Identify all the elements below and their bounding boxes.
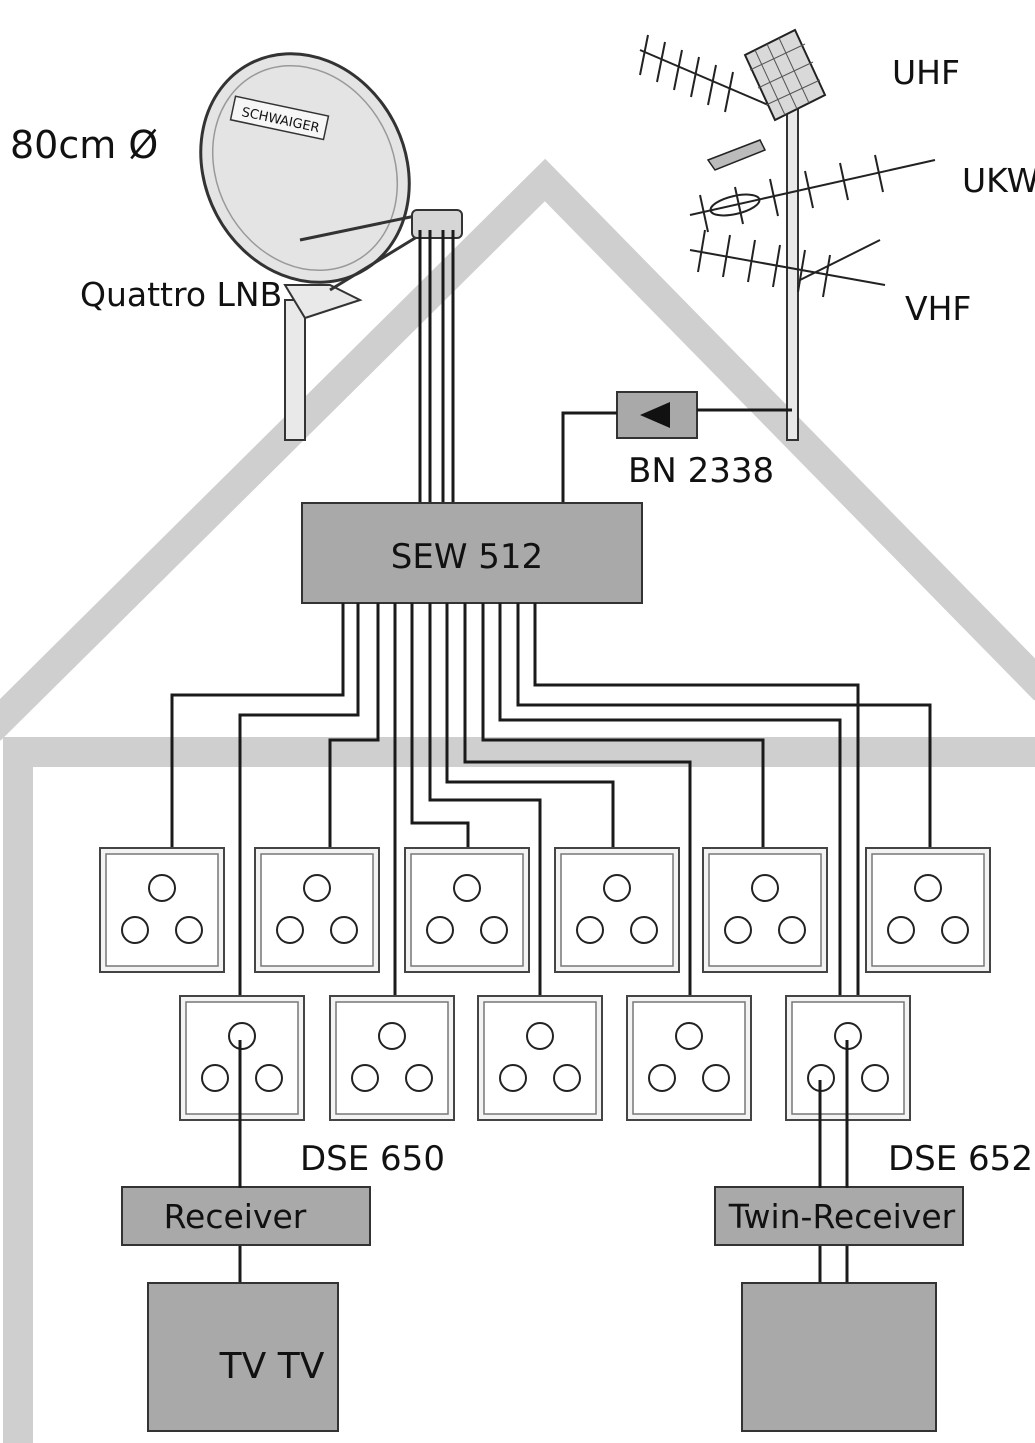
distribution-cables [170, 603, 932, 1082]
twin-receiver-box [714, 1186, 964, 1246]
vhf-elements [697, 229, 831, 298]
socket-port [351, 1064, 379, 1092]
socket-port [148, 874, 176, 902]
socket-port [702, 1064, 730, 1092]
receiver-label: Receiver [164, 1197, 307, 1236]
socket-port [861, 1064, 889, 1092]
ukw-label: UKW [962, 161, 1035, 200]
tv-label: TV TV [219, 1346, 325, 1387]
socket-dse652-label: DSE 652 [888, 1139, 1033, 1179]
tv-left [147, 1282, 339, 1432]
ukw-boom [689, 159, 936, 216]
socket-port [630, 916, 658, 944]
socket-port [576, 916, 604, 944]
dish-brand-plate [229, 95, 330, 141]
wall-socket [254, 847, 380, 973]
socket-port [405, 1064, 433, 1092]
socket-port [603, 874, 631, 902]
amplifier-label: BN 2338 [628, 451, 774, 491]
socket-port [675, 1022, 703, 1050]
socket-port [276, 916, 304, 944]
dish-bracket [283, 284, 363, 320]
socket-port [121, 916, 149, 944]
lnb-label: Quattro LNB [80, 275, 282, 314]
multiswitch-label: SEW 512 [391, 537, 543, 577]
socket-port [941, 916, 969, 944]
wall-socket [404, 847, 530, 973]
socket-plate [632, 1001, 746, 1115]
socket-plate [260, 853, 374, 967]
wall-socket [329, 995, 455, 1121]
socket-port [778, 916, 806, 944]
dish-reflector [199, 52, 411, 284]
amplifier-arrow-icon [640, 402, 670, 428]
socket-port [499, 1064, 527, 1092]
uhf-label: UHF [892, 53, 960, 92]
socket-plate [871, 853, 985, 967]
satellite-dish: SCHWAIGER [199, 52, 463, 441]
uhf-elements [639, 34, 734, 113]
socket-port [426, 916, 454, 944]
dish-size-label: 80cm Ø [10, 123, 158, 167]
multiswitch-sew512 [301, 502, 643, 604]
amplifier-to-multiswitch-cable [561, 411, 617, 505]
quattro-lnb-head [411, 209, 463, 239]
house-roof-outline [0, 158, 1035, 741]
socket-port [526, 1022, 554, 1050]
socket-port [201, 1064, 229, 1092]
lnb-arm-upper [299, 213, 421, 242]
socket-port [378, 1022, 406, 1050]
ukw-elements [699, 154, 884, 233]
socket-port [453, 874, 481, 902]
socket-plate [335, 1001, 449, 1115]
wall-socket [179, 995, 305, 1121]
uhf-panel-grid [749, 37, 821, 116]
socket-port [255, 1064, 283, 1092]
ukw-dipole-loop [709, 193, 761, 217]
socket-port [887, 916, 915, 944]
socket-port [553, 1064, 581, 1092]
socket-port [330, 916, 358, 944]
uhf-boom [639, 49, 781, 111]
dish-rim [211, 64, 399, 272]
twin-receiver-label: Twin-Receiver [728, 1197, 956, 1236]
socket-plate [483, 1001, 597, 1115]
wall-socket [477, 995, 603, 1121]
dish-mast [284, 299, 306, 441]
vhf-dipole [799, 239, 881, 281]
wall-socket [865, 847, 991, 973]
socket-plate [708, 853, 822, 967]
socket-port [303, 874, 331, 902]
lnb-cables [418, 230, 455, 505]
socket-port [648, 1064, 676, 1092]
socket-plate [105, 853, 219, 967]
amplifier-box [616, 391, 698, 439]
socket-port [724, 916, 752, 944]
socket-plate [410, 853, 524, 967]
wall-socket [554, 847, 680, 973]
tv-right [741, 1282, 937, 1432]
socket-plate [560, 853, 674, 967]
socket-port [175, 916, 203, 944]
socket-port [914, 874, 942, 902]
wall-socket [99, 847, 225, 973]
wall-socket [702, 847, 828, 973]
vhf-boom [689, 249, 886, 286]
socket-dse650-label: DSE 650 [300, 1139, 445, 1179]
socket-port [228, 1022, 256, 1050]
wall-socket [626, 995, 752, 1121]
terrestrial-antenna [639, 28, 936, 441]
socket-plate [185, 1001, 299, 1115]
receiver-box [121, 1186, 371, 1246]
lnb-arm-lower [329, 233, 421, 292]
uhf-mount [706, 139, 767, 171]
socket-port [480, 916, 508, 944]
house-walls-outline [3, 737, 1035, 1443]
socket-port [751, 874, 779, 902]
vhf-label: VHF [905, 289, 971, 328]
